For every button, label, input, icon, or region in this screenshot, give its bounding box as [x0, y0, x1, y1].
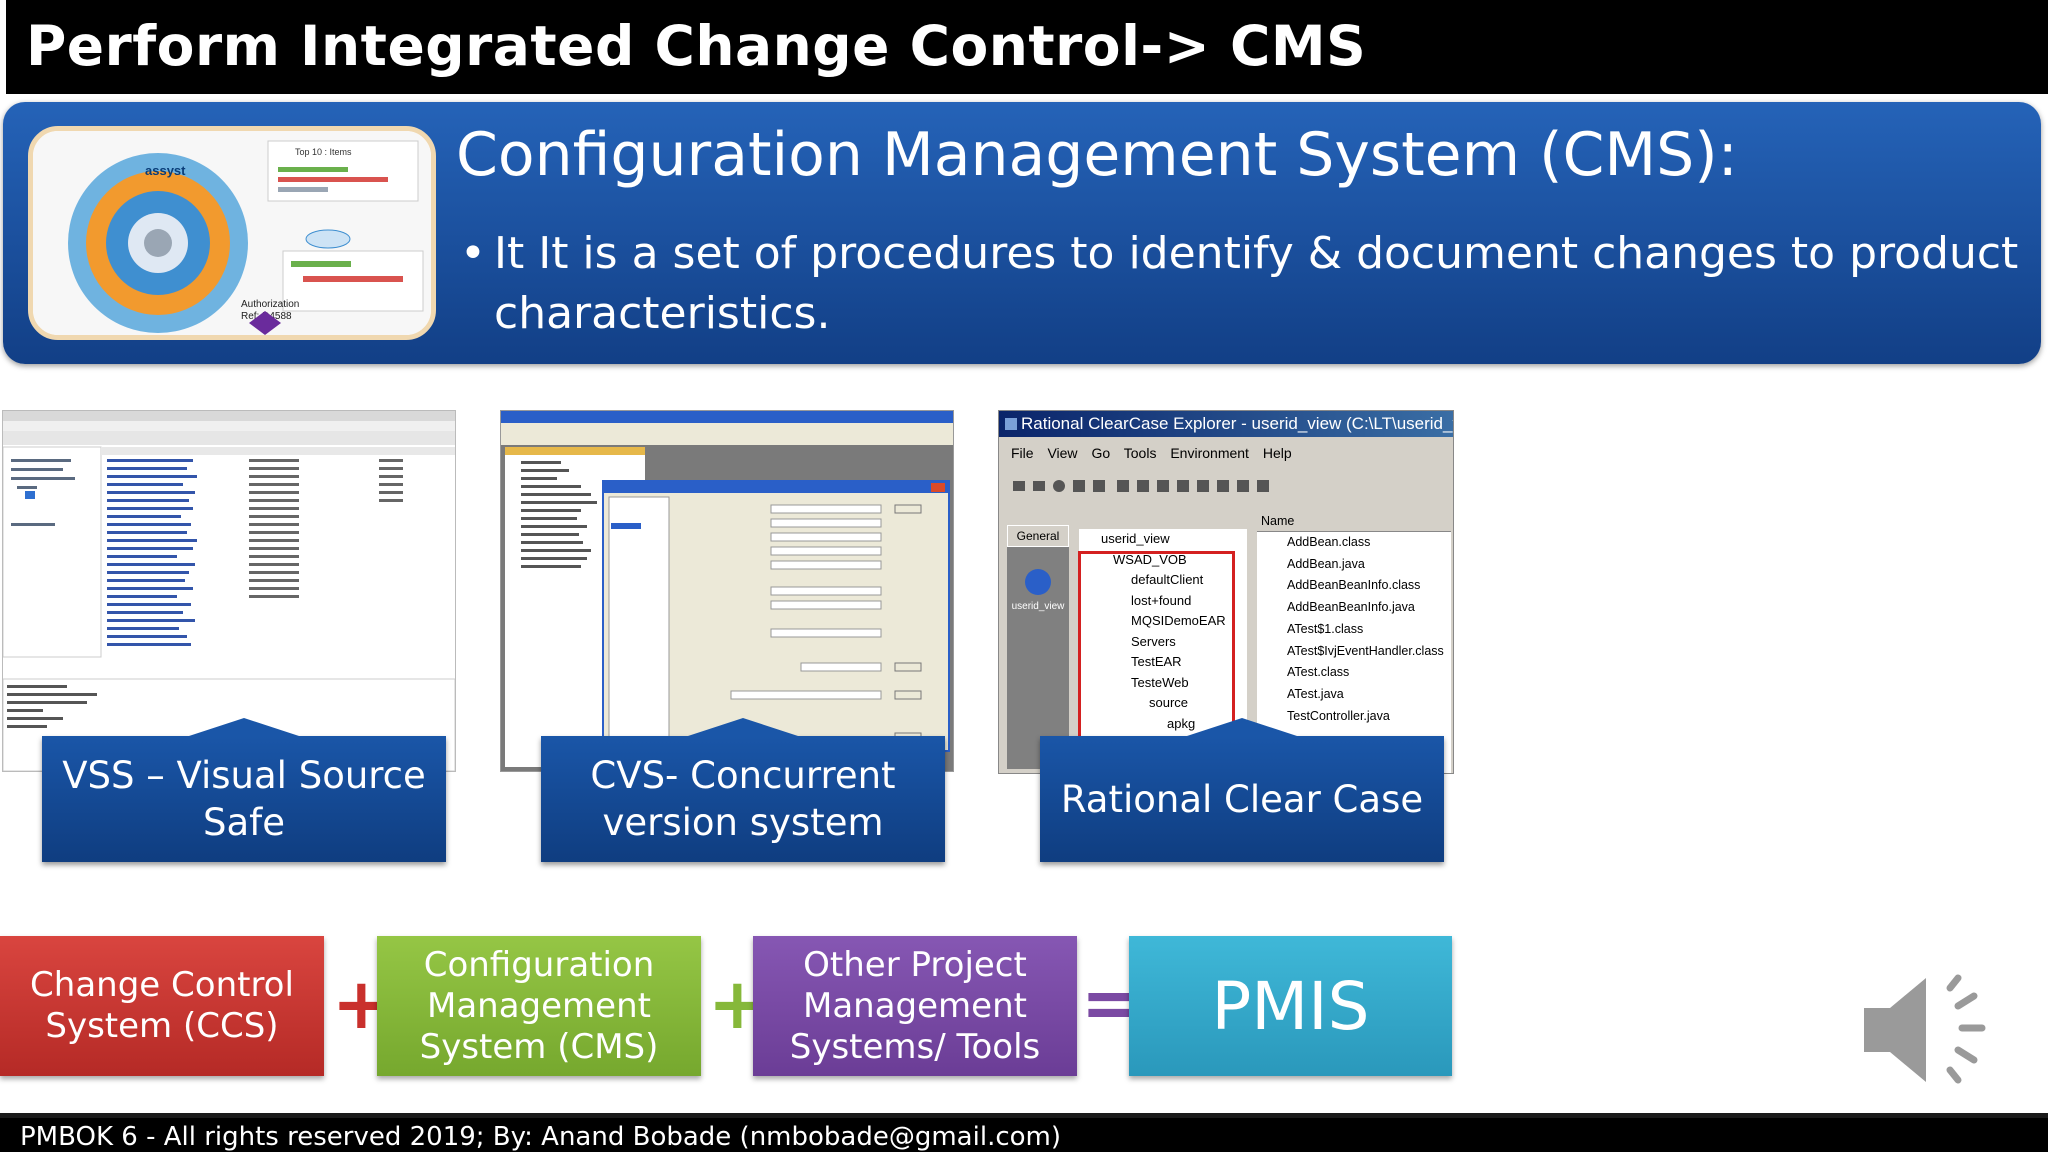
speaker-icon[interactable]	[1858, 966, 1994, 1094]
menu-file[interactable]: File	[1011, 445, 1034, 461]
cvs-callout: CVS- Concurrent version system	[541, 718, 945, 862]
cms-text: Configuration Management System (CMS)	[420, 945, 659, 1068]
title-bar: Perform Integrated Change Control-> CMS	[0, 0, 2048, 94]
cms-line2: Management	[427, 985, 651, 1026]
other-tools-tile: Other Project Management Systems/ Tools	[753, 936, 1077, 1076]
thumb-chart-title: Top 10 : Items	[295, 147, 352, 157]
other-line2: Management	[803, 985, 1027, 1026]
menu-view[interactable]: View	[1047, 445, 1078, 461]
banner-heading: Configuration Management System (CMS):	[456, 120, 1738, 190]
file-list-header[interactable]: Name	[1257, 511, 1451, 532]
cms-wheel-graphic: assyst Top 10 : Items Authorization Ref:…	[33, 131, 431, 335]
cvs-callout-notch	[688, 718, 798, 736]
tree-item-testear[interactable]: TestEAR	[1131, 654, 1182, 669]
menu-tools[interactable]: Tools	[1123, 445, 1157, 461]
cms-line3: System (CMS)	[419, 1026, 659, 1067]
view-shortcut-icon[interactable]	[1025, 569, 1051, 595]
vss-label-line1: VSS – Visual Source	[62, 754, 426, 797]
clearcase-shortcut-pane: General userid_view	[1007, 525, 1069, 769]
other-tools-text: Other Project Management Systems/ Tools	[790, 945, 1041, 1068]
tree-item-mqsidemoear[interactable]: MQSIDemoEAR	[1131, 613, 1226, 628]
pmis-text: PMIS	[1211, 967, 1370, 1045]
other-line3: Systems/ Tools	[789, 1026, 1041, 1067]
clearcase-toolbar	[1007, 475, 1447, 497]
footer-text: PMBOK 6 - All rights reserved 2019; By: …	[20, 1122, 1062, 1152]
file-item[interactable]: AddBeanBeanInfo.class	[1287, 578, 1421, 593]
tree-item-source[interactable]: source	[1149, 695, 1189, 710]
clearcase-callout-notch	[1187, 718, 1297, 736]
cms-tile: Configuration Management System (CMS)	[377, 936, 701, 1076]
file-item[interactable]: ATest$1.class	[1287, 621, 1364, 636]
file-item[interactable]: ATest.class	[1287, 665, 1350, 680]
menu-go[interactable]: Go	[1091, 445, 1111, 461]
ccs-text: Change Control System (CCS)	[30, 965, 294, 1047]
vss-screenshot	[2, 410, 456, 772]
tree-item-servers[interactable]: Servers	[1131, 633, 1176, 649]
tree-item-testeweb[interactable]: TesteWeb	[1131, 674, 1189, 690]
title-accent	[0, 0, 6, 94]
cvs-window-graphic	[501, 411, 953, 767]
vss-file-rows	[107, 459, 197, 646]
thumb-auth-1: Authorization	[241, 299, 299, 310]
ccs-line1: Change Control	[30, 965, 294, 1005]
clearcase-callout: Rational Clear Case	[1040, 718, 1444, 862]
clearcase-titlebar: Rational ClearCase Explorer - userid_vie…	[999, 411, 1454, 437]
speaker-icon-graphic	[1864, 974, 1986, 1084]
vss-callout-notch	[189, 718, 299, 736]
ccs-tile: Change Control System (CCS)	[0, 936, 324, 1076]
clearcase-label: Rational Clear Case	[1060, 777, 1424, 821]
menu-environment[interactable]: Environment	[1170, 445, 1249, 461]
vss-callout-text: VSS – Visual Source Safe	[62, 752, 426, 846]
cvs-label-line1: CVS- Concurrent	[590, 754, 896, 797]
vss-window-graphic	[3, 411, 455, 771]
file-item[interactable]: ATest$IvjEventHandler.class	[1287, 643, 1444, 658]
cms-line1: Configuration	[423, 944, 655, 985]
pmis-tile: PMIS	[1129, 936, 1452, 1076]
footer-divider	[0, 1113, 2048, 1118]
tree-item-defaultclient[interactable]: defaultClient	[1131, 572, 1204, 587]
thumb-brand: assyst	[145, 163, 186, 178]
cvs-callout-text: CVS- Concurrent version system	[590, 752, 895, 846]
ccs-line2: System (CCS)	[45, 1006, 279, 1046]
clearcase-window-icon	[1005, 418, 1017, 430]
file-item[interactable]: AddBean.java	[1287, 556, 1365, 571]
tree-item-wsad-vob[interactable]: WSAD_VOB	[1113, 551, 1187, 567]
cvs-label-line2: version system	[602, 801, 884, 844]
slide-title: Perform Integrated Change Control-> CMS	[26, 14, 1367, 78]
tree-item-userid-view[interactable]: userid_view	[1101, 531, 1170, 546]
other-line1: Other Project	[803, 944, 1027, 985]
bullet-dot: •	[460, 228, 486, 279]
file-item[interactable]: AddBean.class	[1287, 535, 1371, 549]
clearcase-window-title: Rational ClearCase Explorer - userid_vie…	[1021, 414, 1454, 433]
menu-help[interactable]: Help	[1262, 445, 1292, 461]
clearcase-menubar: File View Go Tools Environment Help	[1011, 445, 1292, 461]
bullet-text: It It is a set of procedures to identify…	[494, 228, 2019, 339]
cvs-screenshot	[500, 410, 954, 772]
toolbar-icons	[1013, 480, 1269, 492]
file-item[interactable]: TestController.java	[1287, 708, 1390, 723]
shortcut-tab[interactable]: General	[1007, 525, 1069, 547]
shortcut-label: userid_view	[1011, 601, 1065, 612]
footer-bar: PMBOK 6 - All rights reserved 2019; By: …	[0, 1118, 2048, 1152]
banner-bullet: • It It is a set of procedures to identi…	[460, 224, 2020, 344]
vss-label-line2: Safe	[203, 801, 285, 844]
file-item[interactable]: AddBeanBeanInfo.java	[1287, 600, 1415, 615]
cms-thumbnail-image: assyst Top 10 : Items Authorization Ref:…	[28, 126, 436, 340]
tree-item-lost-found[interactable]: lost+found	[1131, 592, 1192, 608]
vss-callout: VSS – Visual Source Safe	[42, 718, 446, 862]
file-item[interactable]: ATest.java	[1287, 686, 1344, 701]
